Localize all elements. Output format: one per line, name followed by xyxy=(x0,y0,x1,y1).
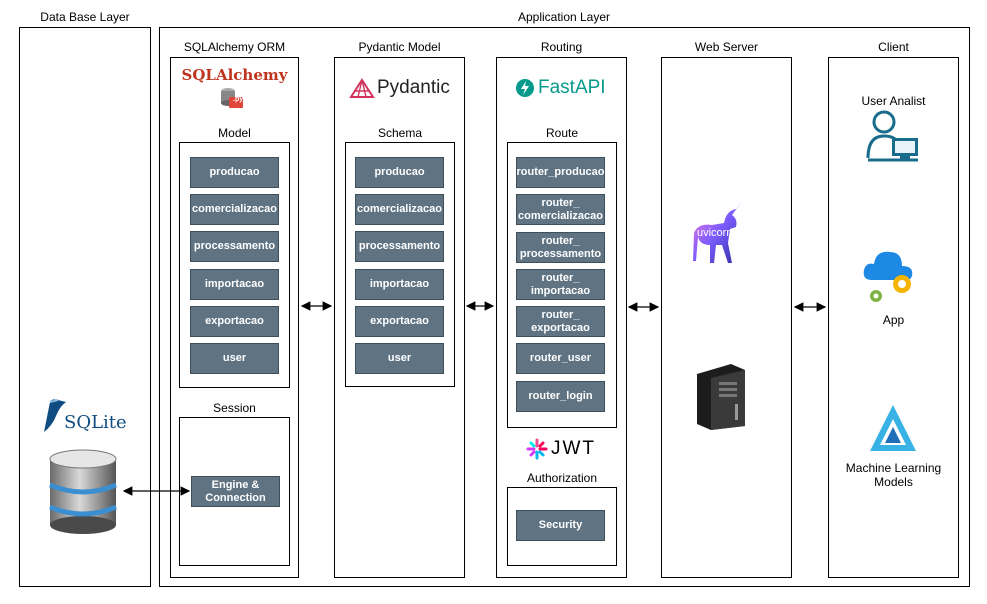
webserver-column xyxy=(661,57,792,578)
app-label: App xyxy=(882,313,905,327)
fastapi-logo-icon xyxy=(516,79,534,97)
route-box-4: router_ exportacao xyxy=(516,306,605,337)
sqlite-logo: SQLite xyxy=(40,398,130,438)
schema-box-3: importacao xyxy=(355,269,444,300)
database-icon xyxy=(49,449,117,534)
db-layer-label: Data Base Layer xyxy=(40,10,130,24)
machine-learning-icon xyxy=(870,405,916,451)
model-box-4: exportacao xyxy=(190,306,279,337)
python-db-icon xyxy=(221,88,243,108)
schema-box-4: exportacao xyxy=(355,306,444,337)
user-analist-label: User Analist xyxy=(861,94,926,108)
jwt-logo-icon xyxy=(526,438,548,460)
sqlite-logo-text: SQLite xyxy=(64,412,127,433)
pydantic-title: Pydantic Model xyxy=(358,40,441,54)
route-box-1: router_ comercializacao xyxy=(516,194,605,225)
security-box: Security xyxy=(516,510,605,541)
sqlalchemy-logo: SQLAlchemy xyxy=(181,66,288,84)
route-box-2: router_ processamento xyxy=(516,232,605,263)
schema-title: Schema xyxy=(377,126,423,140)
sqlalchemy-title: SQLAlchemy ORM xyxy=(183,40,286,54)
model-box-1: comercializacao xyxy=(190,194,279,225)
session-title: Session xyxy=(213,401,256,415)
schema-box-1: comercializacao xyxy=(355,194,444,225)
pydantic-logo-icon xyxy=(349,78,375,98)
model-box-5: user xyxy=(190,343,279,374)
server-tower-icon xyxy=(697,364,745,430)
route-box-5: router_user xyxy=(516,343,605,374)
route-title: Route xyxy=(545,126,579,140)
webserver-title: Web Server xyxy=(694,40,759,54)
app-cloud-gear-icon xyxy=(863,251,913,302)
engine-connection-box: Engine & Connection xyxy=(191,476,280,507)
schema-box-0: producao xyxy=(355,157,444,188)
route-box-0: router_producao xyxy=(516,157,605,188)
model-title: Model xyxy=(218,126,251,140)
user-analist-icon xyxy=(866,110,918,162)
fastapi-logo: FastAPI xyxy=(538,77,606,98)
route-box-6: router_login xyxy=(516,381,605,412)
client-title: Client xyxy=(878,40,909,54)
schema-box-5: user xyxy=(355,343,444,374)
model-box-0: producao xyxy=(190,157,279,188)
app-layer-label: Application Layer xyxy=(517,10,611,24)
uvicorn-unicorn-icon xyxy=(693,201,742,263)
pydantic-logo: Pydantic xyxy=(377,77,450,98)
routing-title: Routing xyxy=(540,40,583,54)
ml-models-label: Machine Learning Models xyxy=(845,461,942,489)
uvicorn-logo-text: uvicorn xyxy=(697,227,733,239)
authorization-title: Authorization xyxy=(526,471,598,485)
model-box-2: processamento xyxy=(190,231,279,262)
schema-box-2: processamento xyxy=(355,231,444,262)
route-box-3: router_ importacao xyxy=(516,269,605,300)
jwt-logo: JWT xyxy=(551,438,597,459)
python-db-icon-text: .py xyxy=(233,96,244,103)
model-box-3: importacao xyxy=(190,269,279,300)
